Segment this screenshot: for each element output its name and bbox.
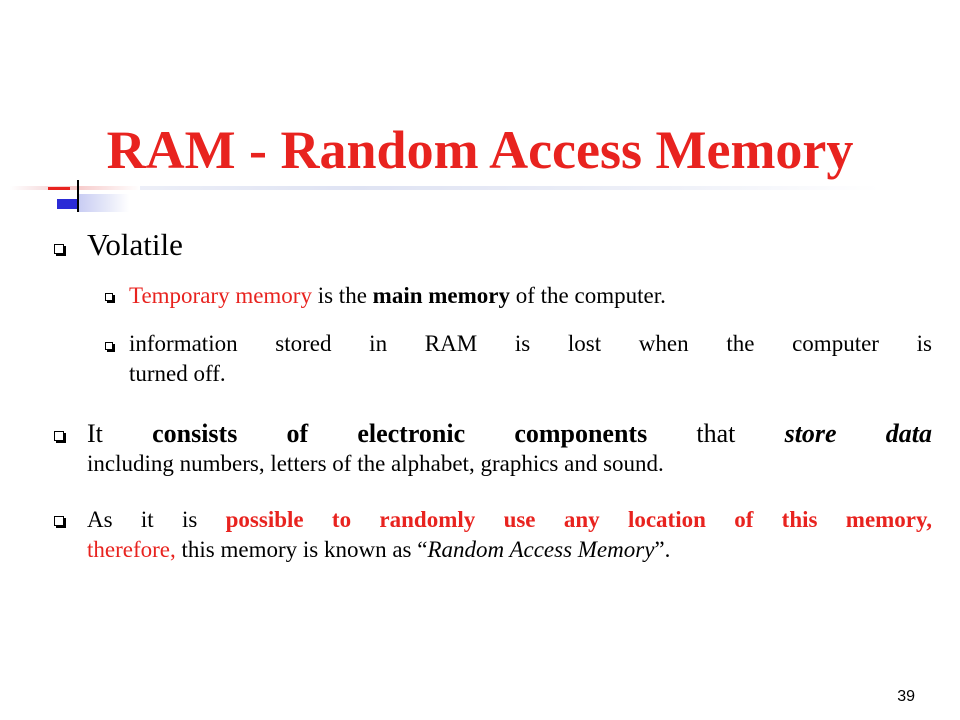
store-data-term: store data [784, 419, 933, 448]
sub-bullet-ram-lost: information stored in RAM is lost when t… [129, 329, 932, 389]
main-memory-term: main memory [372, 283, 510, 308]
bullet-line: therefore, this memory is known as “Rand… [87, 535, 932, 565]
electronic-components-term: consists of electronic components [152, 419, 648, 448]
hollow-square-bullet-icon [54, 431, 64, 441]
bullet-text: ”. [654, 537, 671, 562]
accent-vertical-line [77, 180, 79, 212]
random-access-memory-term: Random Access Memory [427, 537, 655, 562]
sub-bullet-text: is the [311, 283, 373, 308]
sub-bullet-line: turned off. [129, 361, 226, 386]
bullet-word: that [696, 419, 736, 448]
bullet-electronic-components: It consists of electronic components tha… [87, 418, 932, 479]
sub-bullet-text: of the computer. [510, 283, 666, 308]
therefore-word: therefore, [87, 537, 176, 562]
page-number: 39 [897, 688, 915, 705]
bullet-volatile: Volatile [87, 227, 932, 263]
bullet-volatile-text: Volatile [87, 227, 183, 262]
hollow-square-bullet-icon [105, 293, 113, 301]
bullet-random-access: As it is possible to randomly use any lo… [87, 505, 932, 565]
sub-bullet-temporary-memory: Temporary memory is the main memory of t… [129, 281, 932, 311]
bullet-text: As it is [87, 507, 226, 532]
title-underline-fade [10, 186, 140, 190]
bullet-word: It [87, 419, 103, 448]
red-accent-mark [48, 187, 70, 190]
bullet-line: It consists of electronic components tha… [87, 418, 932, 449]
blue-accent-block [57, 199, 78, 209]
blue-accent-fade [79, 194, 129, 212]
random-location-phrase: possible to randomly use any location of… [225, 507, 932, 532]
title-underline-bar [10, 186, 880, 190]
slide-title: RAM - Random Access Memory [106, 120, 854, 180]
hollow-square-bullet-icon [54, 516, 64, 526]
sub-bullet-line: information stored in RAM is lost when t… [129, 331, 932, 356]
temporary-memory-term: Temporary memory [129, 283, 312, 308]
hollow-square-bullet-icon [54, 244, 64, 254]
bullet-line: As it is possible to randomly use any lo… [87, 505, 932, 535]
hollow-square-bullet-icon [105, 342, 113, 350]
bullet-line: including numbers, letters of the alphab… [87, 451, 664, 476]
bullet-text: this memory is known as “ [175, 537, 428, 562]
